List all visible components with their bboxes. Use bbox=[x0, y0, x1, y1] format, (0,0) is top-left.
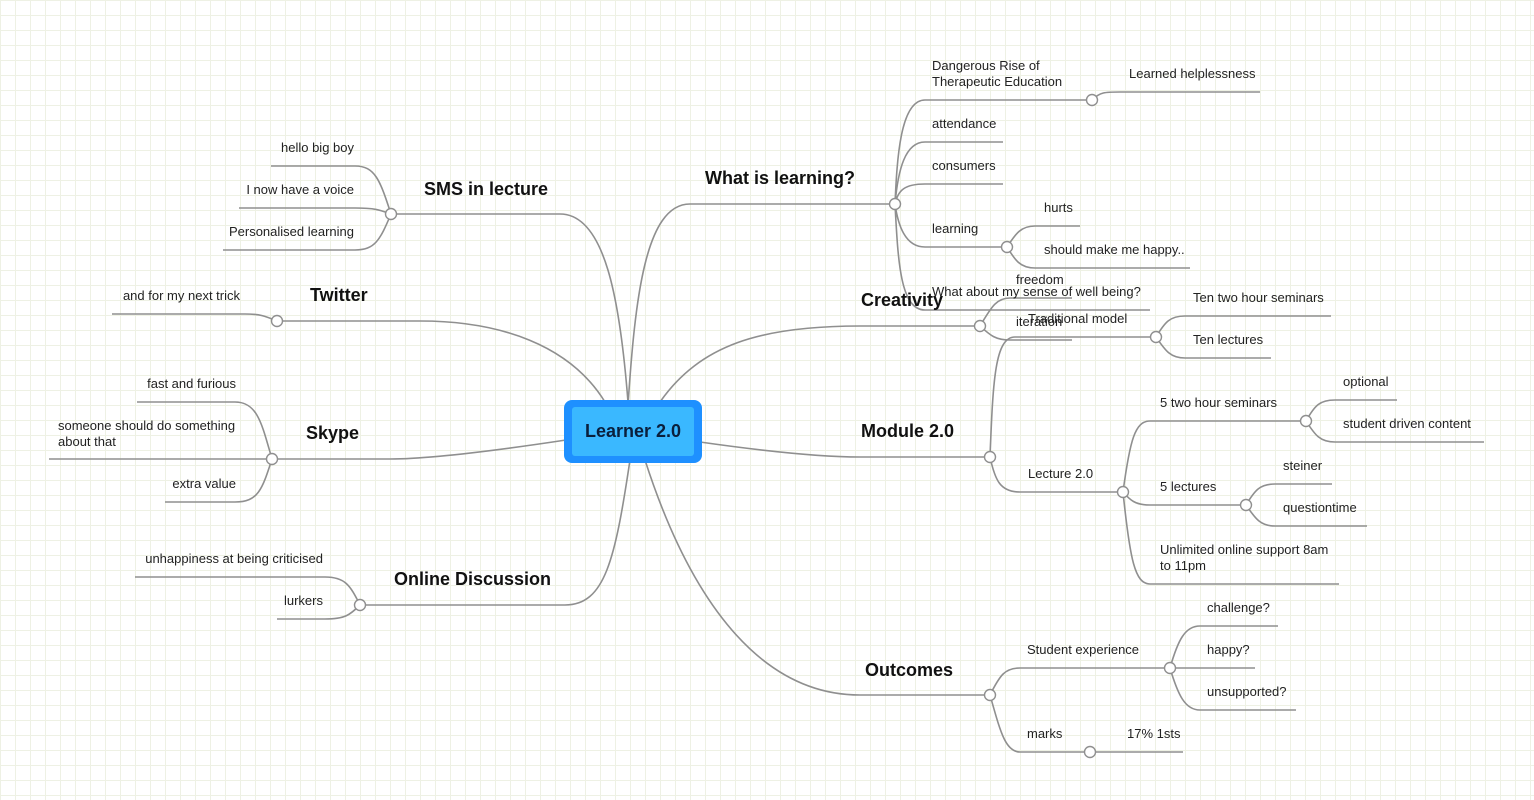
node-student-experience[interactable]: Student experience bbox=[1027, 642, 1139, 657]
node-someone-line1[interactable]: someone should do something bbox=[58, 418, 235, 433]
connector-sms bbox=[391, 213, 629, 403]
central-topic-fill bbox=[572, 407, 694, 456]
node-iteration[interactable]: iteration bbox=[1016, 314, 1062, 329]
collapse-knob-dangerous-rise[interactable] bbox=[1085, 93, 1099, 107]
node-lecture-2[interactable]: Lecture 2.0 bbox=[1028, 466, 1093, 481]
main-connectors bbox=[272, 203, 990, 696]
node-hello-big-boy[interactable]: hello big boy bbox=[281, 140, 354, 155]
node-should-make-me-happy[interactable]: should make me happy.. bbox=[1044, 242, 1185, 257]
node-ten-lectures[interactable]: Ten lectures bbox=[1193, 332, 1264, 347]
node-questiontime[interactable]: questiontime bbox=[1283, 500, 1357, 515]
node-fast-and-furious[interactable]: fast and furious bbox=[147, 376, 236, 391]
node-firsts[interactable]: 17% 1sts bbox=[1127, 726, 1181, 741]
node-attendance[interactable]: attendance bbox=[932, 116, 996, 131]
topic-online-discussion[interactable]: Online Discussion bbox=[394, 569, 551, 589]
topic-twitter[interactable]: Twitter bbox=[310, 285, 368, 305]
collapse-knob-outcomes[interactable] bbox=[983, 688, 997, 702]
node-marks[interactable]: marks bbox=[1027, 726, 1063, 741]
node-traditional-model[interactable]: Traditional model bbox=[1028, 311, 1127, 326]
node-challenge[interactable]: challenge? bbox=[1207, 600, 1270, 615]
collapse-knob-creativity[interactable] bbox=[973, 319, 987, 333]
central-topic-label: Learner 2.0 bbox=[585, 421, 681, 441]
collapse-knob-learning[interactable] bbox=[1000, 240, 1014, 254]
node-freedom[interactable]: freedom bbox=[1016, 272, 1064, 287]
node-lurkers[interactable]: lurkers bbox=[284, 593, 324, 608]
collapse-knob-five-seminars[interactable] bbox=[1299, 414, 1313, 428]
topic-what-is-learning[interactable]: What is learning? bbox=[705, 168, 855, 188]
connector-what-is-learning bbox=[627, 203, 895, 406]
node-happy[interactable]: happy? bbox=[1207, 642, 1250, 657]
collapse-knob-student-experience[interactable] bbox=[1163, 661, 1177, 675]
collapse-knob-what-is-learning[interactable] bbox=[888, 197, 902, 211]
node-hurts[interactable]: hurts bbox=[1044, 200, 1073, 215]
topic-module[interactable]: Module 2.0 bbox=[861, 421, 954, 441]
node-consumers[interactable]: consumers bbox=[932, 158, 996, 173]
collapse-knob-traditional-model[interactable] bbox=[1149, 330, 1163, 344]
connector-skype bbox=[272, 439, 567, 460]
connector-online-discussion bbox=[360, 459, 631, 606]
node-dangerous-rise-line2[interactable]: Therapeutic Education bbox=[932, 74, 1062, 89]
collapse-knob-marks[interactable] bbox=[1083, 745, 1097, 759]
node-well-being[interactable]: What about my sense of well being? bbox=[932, 284, 1141, 299]
node-optional[interactable]: optional bbox=[1343, 374, 1389, 389]
topic-outcomes[interactable]: Outcomes bbox=[865, 660, 953, 680]
collapse-knob-online-discussion[interactable] bbox=[353, 598, 367, 612]
collapse-knob-skype[interactable] bbox=[265, 452, 279, 466]
topic-creativity[interactable]: Creativity bbox=[861, 290, 943, 310]
node-personalised-learning[interactable]: Personalised learning bbox=[229, 224, 354, 239]
node-five-two-hour-seminars[interactable]: 5 two hour seminars bbox=[1160, 395, 1278, 410]
connector-twitter bbox=[277, 320, 606, 403]
connector-creativity bbox=[659, 325, 980, 403]
connector-outcomes bbox=[644, 459, 990, 696]
topic-sms-in-lecture[interactable]: SMS in lecture bbox=[424, 179, 548, 199]
collapse-knob-five-lectures[interactable] bbox=[1239, 498, 1253, 512]
node-learned-helplessness[interactable]: Learned helplessness bbox=[1129, 66, 1256, 81]
node-ten-two-hour-seminars[interactable]: Ten two hour seminars bbox=[1193, 290, 1324, 305]
node-five-lectures[interactable]: 5 lectures bbox=[1160, 479, 1217, 494]
node-steiner[interactable]: steiner bbox=[1283, 458, 1323, 473]
node-dangerous-rise-line1[interactable]: Dangerous Rise of bbox=[932, 58, 1040, 73]
node-next-trick[interactable]: and for my next trick bbox=[123, 288, 241, 303]
node-unhappiness[interactable]: unhappiness at being criticised bbox=[145, 551, 323, 566]
collapse-knob-lecture-2[interactable] bbox=[1116, 485, 1130, 499]
central-topic[interactable]: Learner 2.0 bbox=[564, 400, 702, 463]
node-extra-value[interactable]: extra value bbox=[172, 476, 236, 491]
collapse-knob-sms[interactable] bbox=[384, 207, 398, 221]
node-someone-line2[interactable]: about that bbox=[58, 434, 116, 449]
collapse-knobs bbox=[265, 93, 1313, 759]
node-learning[interactable]: learning bbox=[932, 221, 978, 236]
connector-module bbox=[699, 441, 990, 458]
collapse-knob-twitter[interactable] bbox=[270, 314, 284, 328]
node-voice[interactable]: I now have a voice bbox=[246, 182, 354, 197]
node-unsupported[interactable]: unsupported? bbox=[1207, 684, 1287, 699]
node-student-driven-content[interactable]: student driven content bbox=[1343, 416, 1471, 431]
node-unlimited-support-line1[interactable]: Unlimited online support 8am bbox=[1160, 542, 1328, 557]
node-unlimited-support-line2[interactable]: to 11pm bbox=[1160, 558, 1206, 573]
topic-skype[interactable]: Skype bbox=[306, 423, 359, 443]
collapse-knob-module[interactable] bbox=[983, 450, 997, 464]
